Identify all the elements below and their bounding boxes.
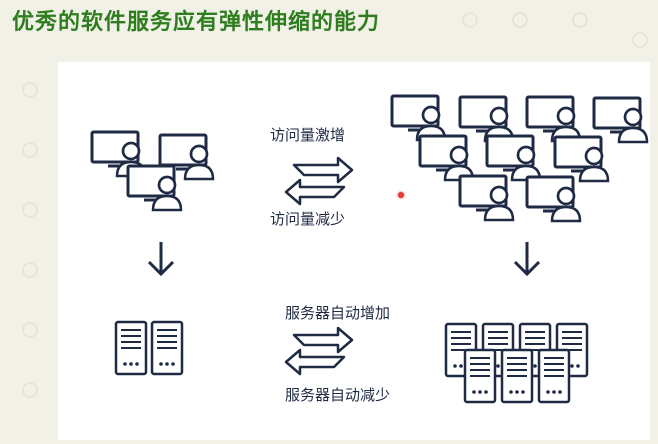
bidirectional-arrows-icon bbox=[284, 326, 354, 376]
user-computer-icon bbox=[525, 95, 582, 143]
user-computer-icon bbox=[592, 96, 649, 144]
server-icon bbox=[500, 348, 534, 404]
user-computer-icon bbox=[390, 94, 447, 142]
server-icon bbox=[463, 348, 497, 404]
arrow-down-icon bbox=[147, 240, 175, 276]
user-computer-icon bbox=[458, 95, 515, 143]
server-icon bbox=[537, 348, 571, 404]
users-before-group bbox=[90, 130, 215, 212]
users-after-group bbox=[390, 94, 649, 223]
server-icon bbox=[150, 320, 184, 376]
user-computer-icon bbox=[126, 164, 183, 212]
servers-after-group bbox=[444, 322, 589, 404]
user-computer-icon bbox=[553, 135, 610, 183]
servers-before-group bbox=[114, 320, 184, 376]
label-servers-auto-increase: 服务器自动增加 bbox=[285, 304, 391, 322]
server-icon bbox=[114, 320, 148, 376]
bidirectional-arrows-icon bbox=[284, 156, 354, 206]
label-servers-auto-decrease: 服务器自动减少 bbox=[285, 386, 391, 404]
arrow-down-icon bbox=[513, 240, 541, 276]
label-traffic-surge: 访问量激增 bbox=[270, 126, 346, 144]
user-computer-icon bbox=[458, 174, 515, 222]
user-computer-icon bbox=[525, 175, 582, 223]
user-computer-icon bbox=[485, 134, 542, 182]
pointer-dot bbox=[398, 192, 404, 198]
label-traffic-drop: 访问量减少 bbox=[270, 210, 346, 228]
user-computer-icon bbox=[418, 134, 475, 182]
page-title: 优秀的软件服务应有弹性伸缩的能力 bbox=[12, 10, 381, 35]
